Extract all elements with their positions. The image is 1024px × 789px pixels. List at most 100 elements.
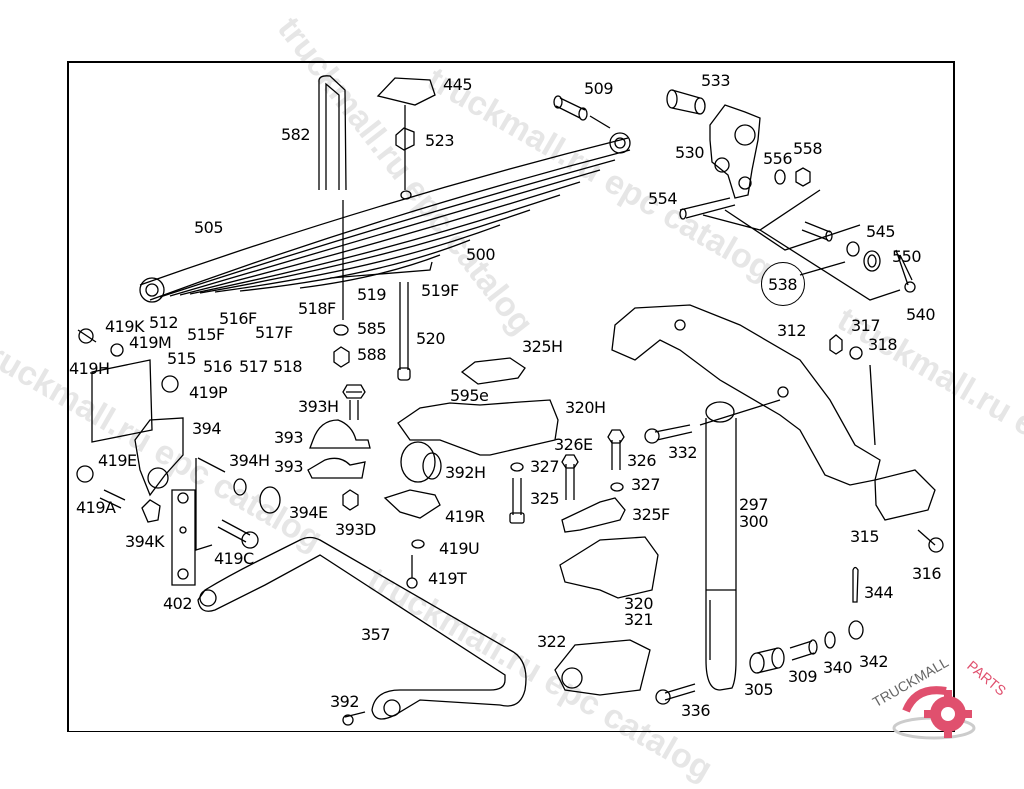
label-394E[interactable]: 394E: [289, 505, 328, 521]
label-300[interactable]: 300: [739, 514, 768, 530]
label-326[interactable]: 326: [627, 453, 656, 469]
label-588[interactable]: 588: [357, 347, 386, 363]
label-517[interactable]: 517: [239, 359, 268, 375]
label-393-upper[interactable]: 393: [274, 430, 303, 446]
bushing-394E: [260, 487, 280, 513]
label-419H[interactable]: 419H: [69, 361, 110, 377]
label-419M[interactable]: 419M: [129, 335, 171, 351]
label-515[interactable]: 515: [167, 351, 196, 367]
label-518F[interactable]: 518F: [298, 301, 336, 317]
bracket-595e: [398, 400, 558, 455]
label-585[interactable]: 585: [357, 321, 386, 337]
label-315[interactable]: 315: [850, 529, 879, 545]
label-419A[interactable]: 419A: [76, 500, 115, 516]
label-445[interactable]: 445: [443, 77, 472, 93]
label-393D[interactable]: 393D: [335, 522, 376, 538]
label-595e[interactable]: 595e: [450, 388, 488, 404]
label-419T[interactable]: 419T: [428, 571, 466, 587]
label-556[interactable]: 556: [763, 151, 792, 167]
label-530[interactable]: 530: [675, 145, 704, 161]
label-393H[interactable]: 393H: [298, 399, 339, 415]
grease-394K: [142, 500, 160, 522]
label-309[interactable]: 309: [788, 669, 817, 685]
label-500[interactable]: 500: [466, 247, 495, 263]
label-327-upper[interactable]: 327: [530, 459, 559, 475]
washer-550: [864, 251, 880, 271]
washer-556: [775, 170, 785, 184]
label-509[interactable]: 509: [584, 81, 613, 97]
label-340[interactable]: 340: [823, 660, 852, 676]
label-550[interactable]: 550: [892, 249, 921, 265]
label-394K[interactable]: 394K: [125, 534, 164, 550]
plate-315: [875, 470, 935, 520]
label-305[interactable]: 305: [744, 682, 773, 698]
bushing-305: [750, 653, 764, 673]
label-517F[interactable]: 517F: [255, 325, 293, 341]
label-512[interactable]: 512: [149, 315, 178, 331]
label-515F[interactable]: 515F: [187, 327, 225, 343]
nut-317: [830, 335, 842, 354]
label-519F[interactable]: 519F: [421, 283, 459, 299]
parts-drawing: [0, 0, 1024, 750]
label-392H[interactable]: 392H: [445, 465, 486, 481]
label-394[interactable]: 394: [192, 421, 221, 437]
label-545[interactable]: 545: [866, 224, 895, 240]
label-344[interactable]: 344: [864, 585, 893, 601]
washer-327: [511, 463, 523, 471]
label-520[interactable]: 520: [416, 331, 445, 347]
bolt-316: [918, 530, 935, 545]
callout-538[interactable]: 538: [768, 277, 797, 293]
label-327-lower[interactable]: 327: [631, 477, 660, 493]
label-419P[interactable]: 419P: [189, 385, 227, 401]
washer-327b: [611, 483, 623, 491]
washer-419U: [412, 540, 424, 548]
label-336[interactable]: 336: [681, 703, 710, 719]
label-317[interactable]: 317: [851, 318, 880, 334]
label-419C[interactable]: 419C: [214, 551, 254, 567]
label-505[interactable]: 505: [194, 220, 223, 236]
bolt-326E: [566, 464, 574, 500]
bolt-332: [655, 425, 692, 440]
label-322[interactable]: 322: [537, 634, 566, 650]
nut-393D: [343, 490, 358, 510]
label-316[interactable]: 316: [912, 566, 941, 582]
clamp-393b: [308, 458, 365, 478]
label-419U[interactable]: 419U: [439, 541, 479, 557]
label-320H[interactable]: 320H: [565, 400, 606, 416]
label-519[interactable]: 519: [357, 287, 386, 303]
label-516F[interactable]: 516F: [219, 311, 257, 327]
label-325H[interactable]: 325H: [522, 339, 563, 355]
label-325F[interactable]: 325F: [632, 507, 670, 523]
label-540[interactable]: 540: [906, 307, 935, 323]
label-297[interactable]: 297: [739, 497, 768, 513]
label-419E[interactable]: 419E: [98, 453, 137, 469]
label-357[interactable]: 357: [361, 627, 390, 643]
label-554[interactable]: 554: [648, 191, 677, 207]
label-419R[interactable]: 419R: [445, 509, 485, 525]
cotter-pin-344: [853, 568, 858, 603]
label-582[interactable]: 582: [281, 127, 310, 143]
label-321[interactable]: 321: [624, 612, 653, 628]
label-523[interactable]: 523: [425, 133, 454, 149]
label-312[interactable]: 312: [777, 323, 806, 339]
label-392[interactable]: 392: [330, 694, 359, 710]
label-402[interactable]: 402: [163, 596, 192, 612]
bracket-419R: [385, 490, 440, 518]
label-325[interactable]: 325: [530, 491, 559, 507]
label-318[interactable]: 318: [868, 337, 897, 353]
bolt-326: [612, 440, 620, 470]
label-326E[interactable]: 326E: [554, 437, 593, 453]
label-518[interactable]: 518: [273, 359, 302, 375]
bolt-520: [400, 282, 408, 370]
label-558[interactable]: 558: [793, 141, 822, 157]
label-393-lower[interactable]: 393: [274, 459, 303, 475]
label-342[interactable]: 342: [859, 654, 888, 670]
label-332[interactable]: 332: [668, 445, 697, 461]
label-394H[interactable]: 394H: [229, 453, 270, 469]
washer-318: [850, 347, 862, 359]
label-533[interactable]: 533: [701, 73, 730, 89]
nut-419P: [162, 376, 178, 392]
label-516[interactable]: 516: [203, 359, 232, 375]
bushing-509: [556, 98, 585, 118]
bushing-392H: [401, 442, 435, 482]
